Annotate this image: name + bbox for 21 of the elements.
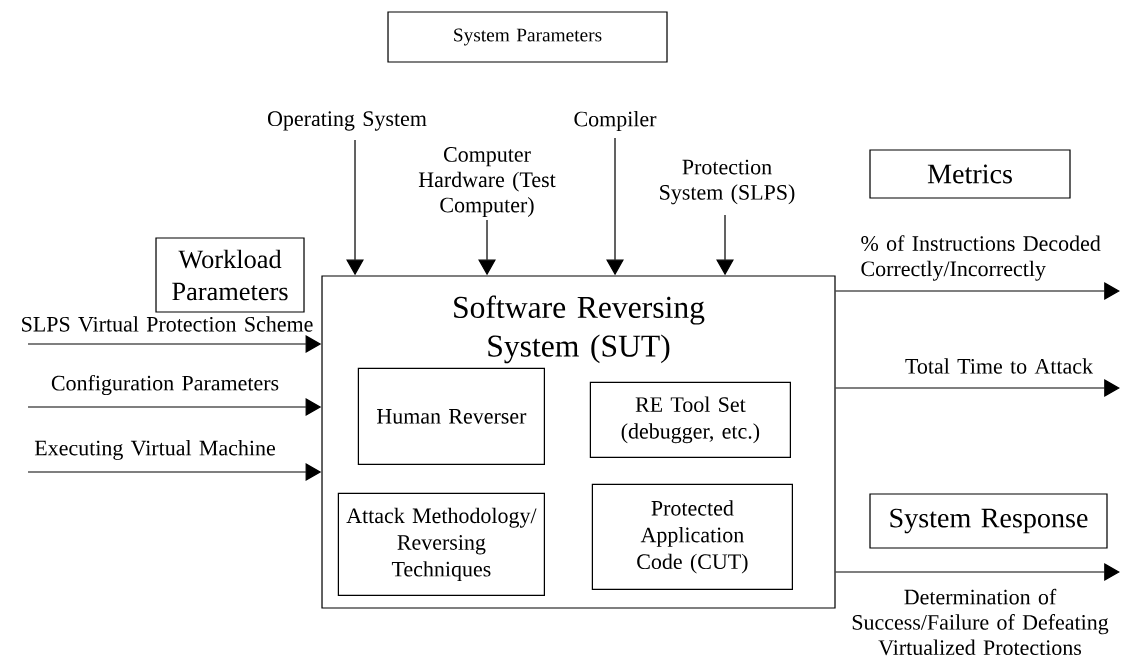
- edge-label: Total Time to Attack: [905, 358, 1094, 374]
- component-box: RE Tool Set (debugger, etc.): [589, 381, 791, 458]
- edge-label: Protection System (SLPS): [660, 159, 795, 205]
- edge-label: Executing Virtual Machine: [34, 440, 275, 460]
- edge-label: Operating System: [268, 111, 427, 131]
- component-box: Protected Application Code (CUT): [591, 483, 793, 590]
- edge-label: Configuration Parameters: [51, 374, 279, 396]
- arrow: [835, 563, 1120, 581]
- edge-label: Computer Hardware (Test Computer): [418, 147, 556, 217]
- component-box: Attack Methodology/ Reversing Techniques: [337, 492, 545, 596]
- heading-box: System Response: [869, 493, 1108, 549]
- heading-box: Workload Parameters: [155, 237, 305, 313]
- edge-label: Determination of Success/Failure of Defeating Virtualized Protections: [852, 588, 1109, 656]
- edge-label: SLPS Virtual Protection Scheme: [22, 316, 313, 332]
- arrow: [835, 282, 1120, 300]
- edge-label: % of Instructions Decoded Correctly/Incorrectly: [861, 235, 1101, 281]
- edge-label: Compiler: [574, 111, 657, 131]
- arrow: [835, 379, 1120, 397]
- heading-box: Metrics: [869, 149, 1071, 199]
- component-box: Human Reverser: [357, 367, 545, 465]
- heading-box: System Parameters: [387, 11, 668, 63]
